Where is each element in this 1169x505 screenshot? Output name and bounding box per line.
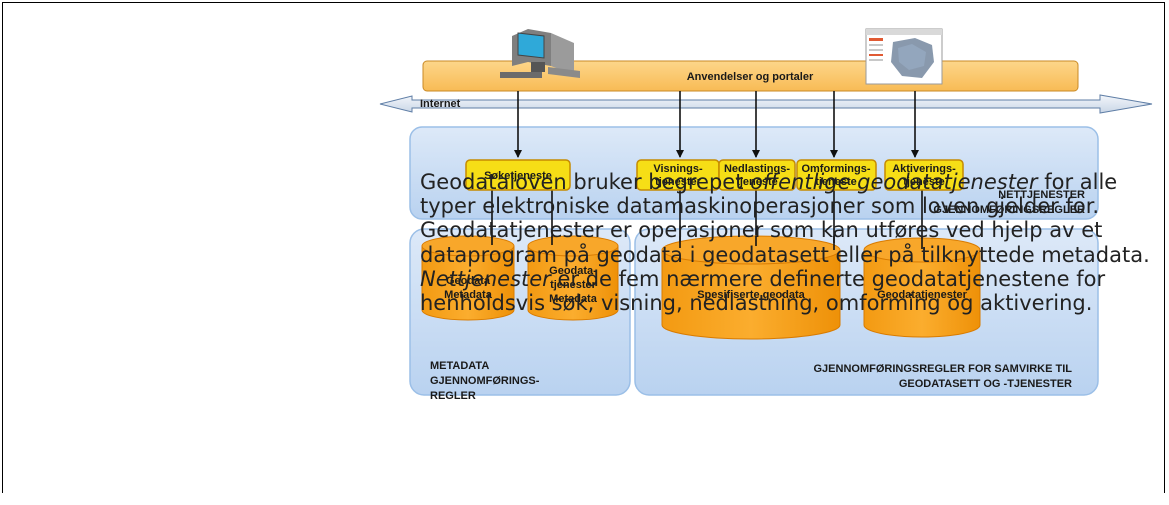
svg-text:Aktiverings-: Aktiverings- [892,163,956,175]
portal-bar-label: Anvendelser og portaler [687,71,814,83]
map-window-icon [865,28,943,85]
svg-text:tjenester: tjenester [655,176,702,188]
svg-text:Metadata: Metadata [549,293,598,305]
svg-text:Nedlastings-: Nedlastings- [724,163,790,175]
bottom-cover [0,493,1169,505]
svg-text:tjeneste: tjeneste [815,176,857,188]
service-aktiveringstjeneste: Aktiverings- tjeneste [884,159,964,191]
svg-text:tjeneste: tjeneste [736,176,778,188]
svg-text:Metadata: Metadata [444,289,493,301]
para-part-1: Geodataloven bruker begrepet [420,170,751,194]
metadata-label-2: GJENNOMFØRINGS- [430,375,540,387]
para-part-2: for alle typer elektroniske datamaskinop… [420,170,1150,267]
samvirke-label: GJENNOMFØRINGSREGLER FOR SAMVIRKE TIL [813,363,1072,375]
connector-tips [491,236,923,250]
internet-label: Internet [420,98,461,110]
svg-text:Geodata: Geodata [446,275,491,287]
svg-text:tjeneste: tjeneste [903,176,945,188]
nettjenester-label-2: GJENNOMFØRINGSREGLER [933,204,1085,216]
svg-text:Spesifiserte geodata: Spesifiserte geodata [697,289,805,301]
service-visningstjenester: Visnings- tjenester [636,159,720,191]
connectors [491,91,923,243]
service-omformingstjeneste: Omformings- tjeneste [796,159,877,191]
db-geodatatjenester-metadata: Geodata- tjenester Metadata [527,235,619,321]
svg-text:Geodata-: Geodata- [549,265,597,277]
para-em-1: offentlige geodatatjenester [750,170,1038,194]
metadata-label: METADATA [430,360,489,372]
svg-text:Visnings-: Visnings- [653,163,703,175]
nettjenester-label: NETTJENESTER [998,189,1085,201]
db-spesifiserte-geodata: Spesifiserte geodata [661,235,841,340]
metadata-label-3: REGLER [430,390,476,402]
para-part-3: er de fem nærmere definerte geodatatjene… [420,266,1106,316]
svg-text:Omformings-: Omformings- [801,163,870,175]
svg-text:Geodatatjenester: Geodatatjenester [877,289,968,301]
para-em-2: Nettjenester [420,266,551,291]
service-nedlastingstjeneste: Nedlastings- tjeneste [718,159,796,191]
db-geodata-metadata: Geodata Metadata [421,235,515,321]
computer-icon [500,29,580,78]
db-geodatatjenester: Geodatatjenester [863,237,981,338]
svg-text:Søketjeneste: Søketjeneste [484,170,552,182]
samvirke-label-2: GEODATASETT OG -TJENESTER [899,378,1072,390]
internet-arrow [379,94,1153,114]
svg-text:tjenester: tjenester [550,279,597,291]
service-soketjeneste: Søketjeneste [465,159,571,191]
body-paragraph: Geodataloven bruker begrepet offentlige … [35,170,1155,390]
